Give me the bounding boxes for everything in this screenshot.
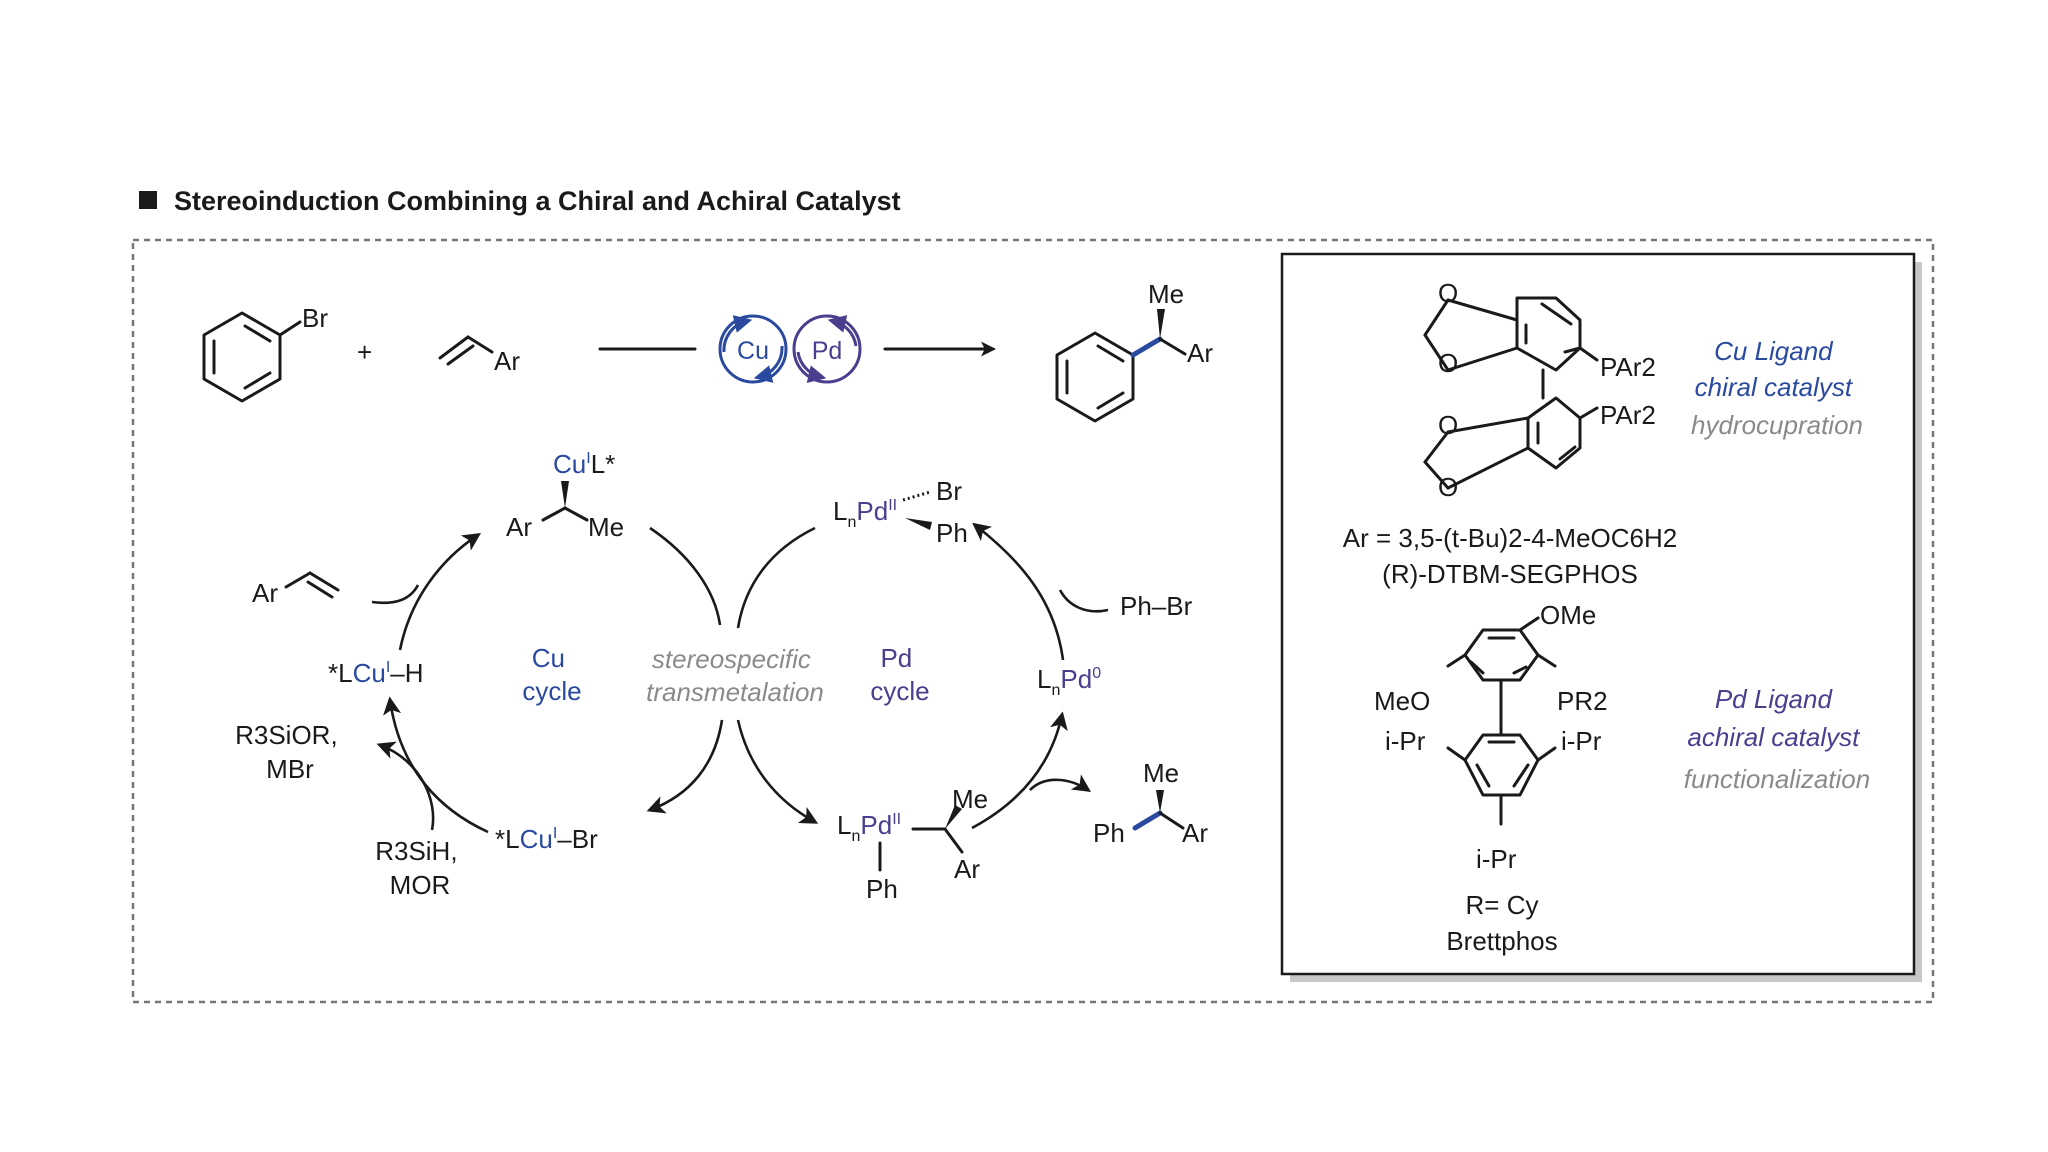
- scheme-frame: [131, 238, 1935, 1004]
- svg-text:CuIL*: CuIL*: [553, 449, 615, 479]
- pd-badge-label: Pd: [812, 337, 843, 365]
- svg-text:O: O: [1438, 472, 1458, 502]
- pd0-complex: LnPd0: [1037, 664, 1101, 699]
- cu-ligand-info: Cu Ligand chiral catalyst hydrocupration: [1691, 336, 1863, 440]
- pd-oa-ph: Ph: [936, 518, 968, 548]
- brettphos-structure: [1446, 616, 1557, 826]
- pd-arrow-product-out: [1029, 774, 1092, 793]
- bromobenzene: Br: [202, 303, 328, 403]
- brett-pr2: PR2: [1557, 686, 1608, 716]
- brett-ipr-bottom: i-Pr: [1476, 844, 1517, 874]
- cu-arrow-tm-down: [646, 719, 724, 814]
- product-top: Me Ar: [1055, 279, 1213, 423]
- brett-name: Brettphos: [1446, 926, 1557, 956]
- cu-cycle-alkene: Ar: [252, 571, 340, 608]
- pd-arrow-re-up: [971, 711, 1068, 830]
- svg-text:LnPdII: LnPdII: [837, 810, 901, 845]
- cu-complex-me: Me: [588, 512, 624, 542]
- brett-ipr-right: i-Pr: [1561, 726, 1602, 756]
- cu-complex-ar: Ar: [506, 512, 532, 542]
- svg-text:O: O: [1438, 278, 1458, 308]
- brett-ipr-left: i-Pr: [1385, 726, 1426, 756]
- phenyl-bromide: Ph–Br: [1120, 591, 1193, 621]
- brett-meo: MeO: [1374, 686, 1430, 716]
- cu-byproducts: R3SiOR, MBr: [235, 720, 345, 784]
- cu-arrow-regeneration: [383, 696, 489, 834]
- cu-catalyst-badge: Cu: [718, 314, 788, 384]
- pd-ligand-info: Pd Ligand achiral catalyst functionaliza…: [1684, 684, 1870, 794]
- alkene-ar: Ar: [494, 346, 520, 376]
- ligand-box: [1280, 252, 1916, 976]
- title-bullet: [139, 191, 157, 209]
- pd-catalyst-badge: Pd: [792, 314, 862, 384]
- pd-arrow-phbr-in: [1058, 589, 1109, 613]
- cu-alkyl-complex: CuIL* Ar Me: [506, 449, 624, 542]
- pd-transmetalation-complex: LnPdII Me Ar Ph: [837, 784, 988, 904]
- pd-arrow-oa-up: [972, 522, 1065, 661]
- pd-oa-br: Br: [936, 476, 962, 506]
- cu-arrow-alkene-in: [371, 584, 420, 605]
- pd-arrow-tm-right: [736, 526, 816, 629]
- pd-cycle-product: Me Ph Ar: [1093, 758, 1208, 848]
- cu-cycle-label: Cu cycle: [522, 643, 581, 706]
- bromobenzene-br: Br: [302, 303, 328, 333]
- transmetalation-label: stereospecific transmetalation: [646, 644, 824, 707]
- page-title: Stereoinduction Combining a Chiral and A…: [174, 186, 901, 216]
- plus-sign: +: [357, 337, 372, 367]
- product-me: Me: [1148, 279, 1184, 309]
- ar-definition: Ar = 3,5-(t-Bu)2-4-MeOC6H2: [1343, 523, 1677, 553]
- svg-text:LnPdII: LnPdII: [833, 496, 897, 531]
- pd-tm-me: Me: [952, 784, 988, 814]
- pd-product-me: Me: [1143, 758, 1179, 788]
- cu-bromide: *LCuI–Br: [495, 824, 598, 854]
- pd-oxidative-addition-complex: LnPdII Br Ph: [833, 476, 968, 548]
- segphos-par2-bottom: PAr2: [1600, 400, 1656, 430]
- brett-r-definition: R= Cy: [1466, 890, 1539, 920]
- cycle-alkene-ar: Ar: [252, 578, 278, 608]
- pd-tm-ph: Ph: [866, 874, 898, 904]
- pd-cycle-label: Pd cycle: [870, 643, 929, 706]
- aryl-alkene: Ar: [438, 335, 520, 376]
- cu-badge-label: Cu: [737, 337, 769, 365]
- segphos-par2-top: PAr2: [1600, 352, 1656, 382]
- cu-hydride: *LCuI–H: [328, 658, 424, 688]
- cu-reagents: R3SiH, MOR: [375, 836, 465, 900]
- segphos-name: (R)-DTBM-SEGPHOS: [1382, 559, 1638, 589]
- pd-product-ph: Ph: [1093, 818, 1125, 848]
- brett-ome-top: OMe: [1540, 600, 1596, 630]
- pd-product-ar: Ar: [1182, 818, 1208, 848]
- cu-arrow-tm-left: [649, 526, 722, 626]
- svg-text:O: O: [1438, 410, 1458, 440]
- pd-tm-ar: Ar: [954, 854, 980, 884]
- cu-arrow-byproduct: [376, 741, 435, 831]
- product-ar: Ar: [1187, 338, 1213, 368]
- pd-arrow-tm-down: [736, 719, 819, 824]
- cu-arrow-insertion: [398, 532, 482, 651]
- svg-text:O: O: [1438, 348, 1458, 378]
- segphos-structure: O O O O: [1423, 278, 1599, 502]
